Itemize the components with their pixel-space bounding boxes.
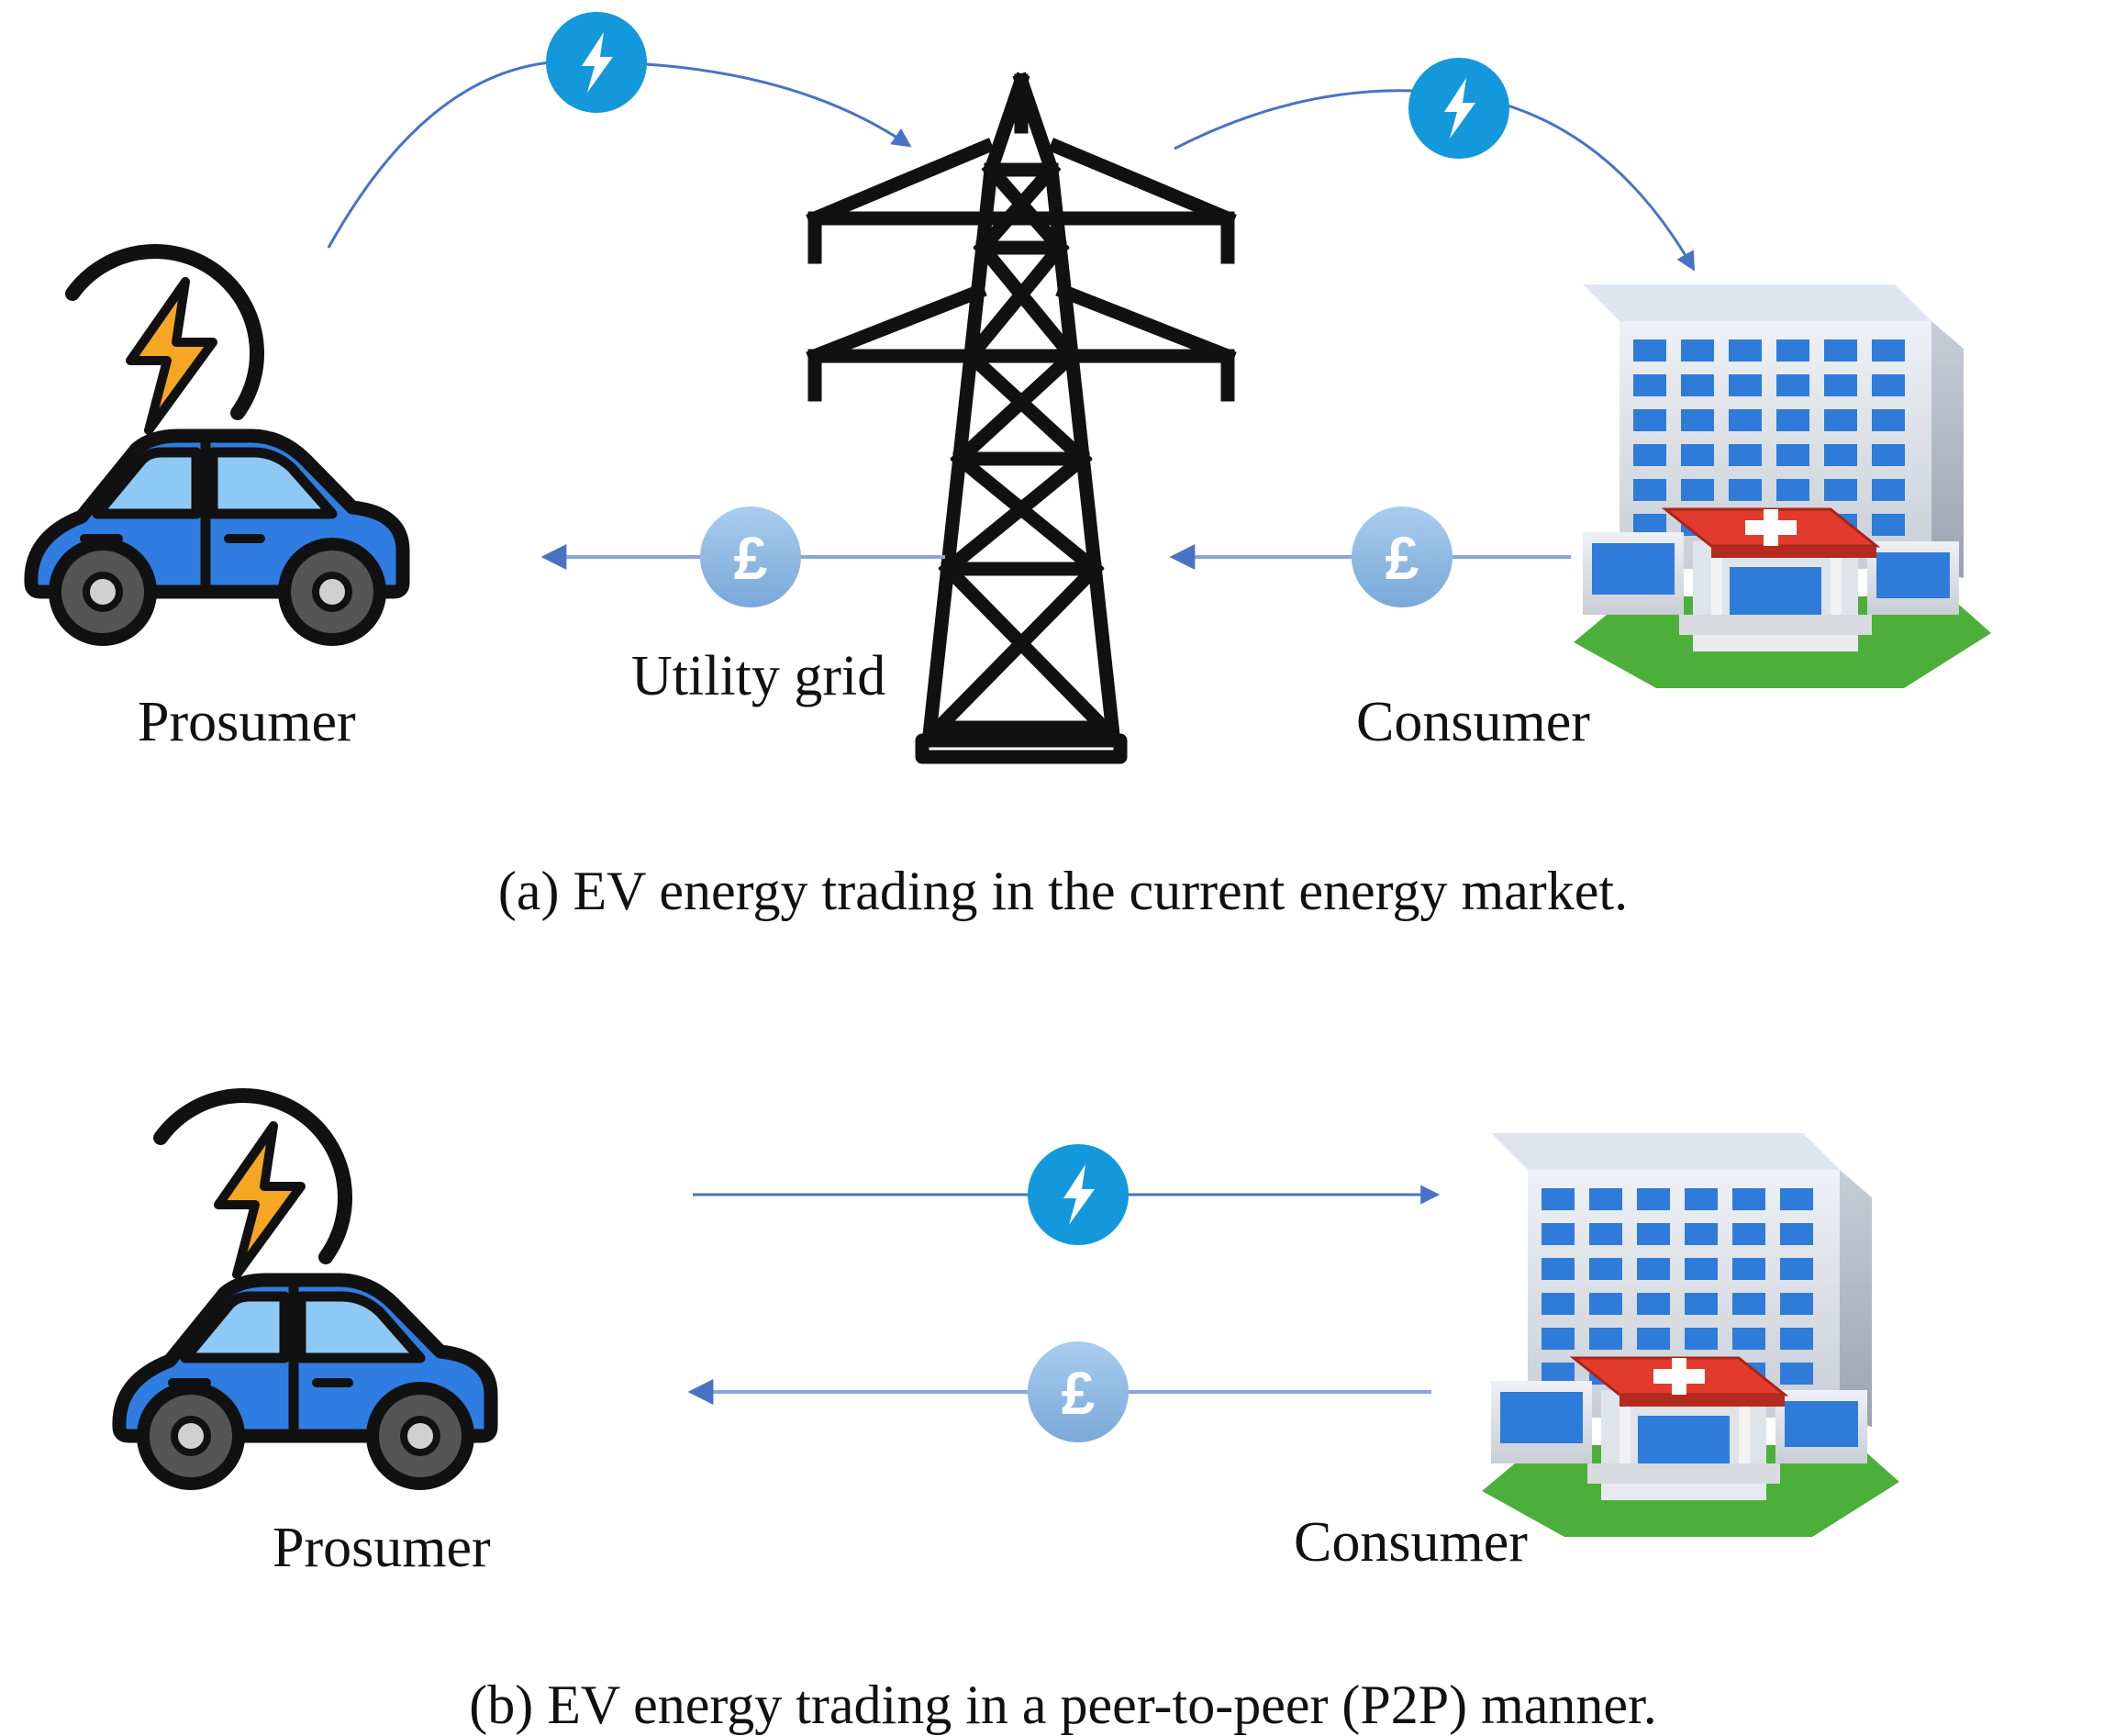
panel-b-prosumer-label: Prosumer <box>273 1517 491 1579</box>
lightning-bolt-icon <box>1028 1144 1129 1245</box>
panel-a-consumer-label: Consumer <box>1356 691 1590 753</box>
panel-a-prosumer-label: Prosumer <box>138 691 356 753</box>
hospital-building-icon <box>1480 1131 1901 1539</box>
electric-car-icon <box>31 251 403 640</box>
pound-sign-icon: £ <box>700 506 801 607</box>
panel-b-consumer-label: Consumer <box>1294 1511 1528 1574</box>
panel-b: £ <box>119 1096 1901 1539</box>
panel-a-grid-label: Utility grid <box>631 645 886 707</box>
pound-symbol: £ <box>734 524 768 592</box>
pound-sign-icon: £ <box>1352 506 1453 607</box>
pound-symbol: £ <box>1386 524 1419 592</box>
lightning-bolt-icon <box>1408 58 1509 159</box>
panel-a-caption: (a) EV energy trading in the current ene… <box>497 861 1629 921</box>
panel-a: £ £ <box>31 12 1993 764</box>
pound-sign-icon: £ <box>1028 1341 1129 1442</box>
transmission-tower-icon <box>806 72 1237 764</box>
hospital-building-icon <box>1572 283 1993 690</box>
pound-symbol: £ <box>1062 1359 1096 1427</box>
electric-car-icon <box>119 1096 491 1484</box>
panel-b-caption: (b) EV energy trading in a peer-to-peer … <box>469 1675 1657 1735</box>
lightning-bolt-icon <box>546 12 647 113</box>
